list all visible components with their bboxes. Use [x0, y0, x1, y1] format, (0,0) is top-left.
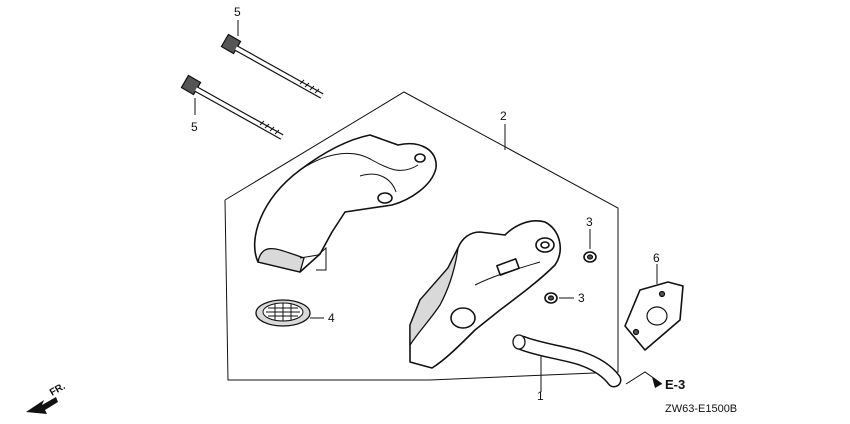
- gasket: [624, 281, 684, 351]
- filter-element: [255, 299, 311, 327]
- callout-filter: 4: [328, 311, 335, 325]
- air-cleaner-cover: [253, 134, 437, 273]
- front-arrow-icon: [26, 397, 58, 414]
- reference-label: E-3: [665, 377, 685, 392]
- bolt-lower: [180, 74, 284, 140]
- front-marker: FR.: [48, 381, 68, 399]
- reference-arrow: [625, 371, 663, 388]
- callout-bolt-upper: 5: [234, 5, 241, 19]
- callout-nut-lower: 3: [578, 291, 585, 305]
- air-cleaner-case: [409, 220, 561, 369]
- drawing-code: ZW63-E1500B: [665, 403, 737, 415]
- nut-upper: [583, 251, 597, 263]
- nut-lower: [544, 292, 558, 304]
- callout-gasket: 6: [653, 251, 660, 265]
- callout-tube: 1: [537, 389, 544, 403]
- callout-bolt-lower: 5: [191, 120, 198, 134]
- assembly-boundary: [224, 91, 619, 381]
- callout-case: 2: [500, 109, 507, 123]
- callout-nut-upper: 3: [586, 215, 593, 229]
- bolt-upper: [220, 33, 324, 99]
- breather-tube: [512, 334, 622, 388]
